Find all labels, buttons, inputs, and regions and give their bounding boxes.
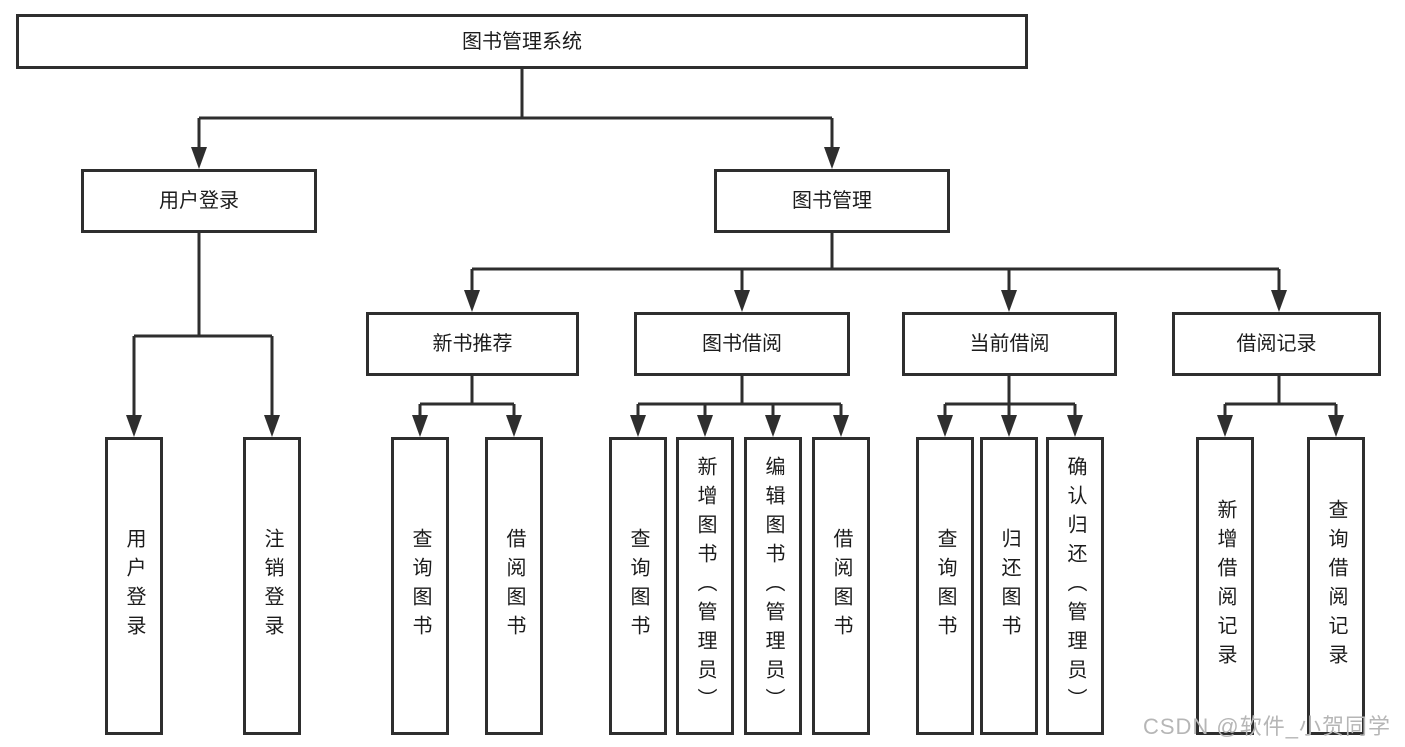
node-user-login: 用户登录 [81, 169, 317, 233]
connector-book-mgmt-to-level3 [470, 233, 1281, 293]
connector-book-borrow-to-leaves [636, 376, 843, 418]
leaf-edit-book-admin: 编辑图书（管理员） [744, 437, 802, 735]
arrow-down-icon [1271, 290, 1287, 312]
connector-new-book-rec-to-leaves [418, 376, 516, 418]
node-book-borrow: 图书借阅 [634, 312, 850, 376]
leaf-borrow-book-recommend: 借阅图书 [485, 437, 543, 735]
leaf-borrow-book: 借阅图书 [812, 437, 870, 735]
arrow-down-icon [833, 415, 849, 437]
arrow-down-icon [464, 290, 480, 312]
arrow-down-icon [1067, 415, 1083, 437]
arrow-down-icon [697, 415, 713, 437]
leaf-logout: 注销登录 [243, 437, 301, 735]
csdn-watermark: CSDN @软件_小贺同学 [1142, 714, 1391, 739]
node-library-management-system: 图书管理系统 [16, 14, 1028, 69]
leaf-add-borrow-record: 新增借阅记录 [1196, 437, 1254, 735]
connector-borrow-records-to-leaves [1223, 376, 1338, 418]
connector-root-to-level2 [197, 69, 834, 150]
arrow-down-icon [264, 415, 280, 437]
arrow-down-icon [191, 147, 207, 169]
leaf-query-book-current: 查询图书 [916, 437, 974, 735]
leaf-query-book-borrow: 查询图书 [609, 437, 667, 735]
arrow-down-icon [1328, 415, 1344, 437]
leaf-query-borrow-record: 查询借阅记录 [1307, 437, 1365, 735]
arrow-down-icon [824, 147, 840, 169]
connector-current-borrow-to-leaves [943, 376, 1077, 418]
arrow-down-icon [630, 415, 646, 437]
arrow-down-icon [1001, 415, 1017, 437]
node-book-management: 图书管理 [714, 169, 950, 233]
connector-user-login-to-leaves [132, 233, 274, 418]
arrow-down-icon [765, 415, 781, 437]
arrow-down-icon [1001, 290, 1017, 312]
leaf-user-login: 用户登录 [105, 437, 163, 735]
arrow-down-icon [937, 415, 953, 437]
leaf-return-book: 归还图书 [980, 437, 1038, 735]
node-current-borrow: 当前借阅 [902, 312, 1117, 376]
arrow-down-icon [734, 290, 750, 312]
arrow-down-icon [506, 415, 522, 437]
arrow-down-icon [412, 415, 428, 437]
leaf-confirm-return-admin: 确认归还（管理员） [1046, 437, 1104, 735]
leaf-query-book-recommend: 查询图书 [391, 437, 449, 735]
arrow-down-icon [126, 415, 142, 437]
leaf-add-book-admin: 新增图书（管理员） [676, 437, 734, 735]
arrow-down-icon [1217, 415, 1233, 437]
node-borrow-records: 借阅记录 [1172, 312, 1381, 376]
node-new-book-recommend: 新书推荐 [366, 312, 579, 376]
